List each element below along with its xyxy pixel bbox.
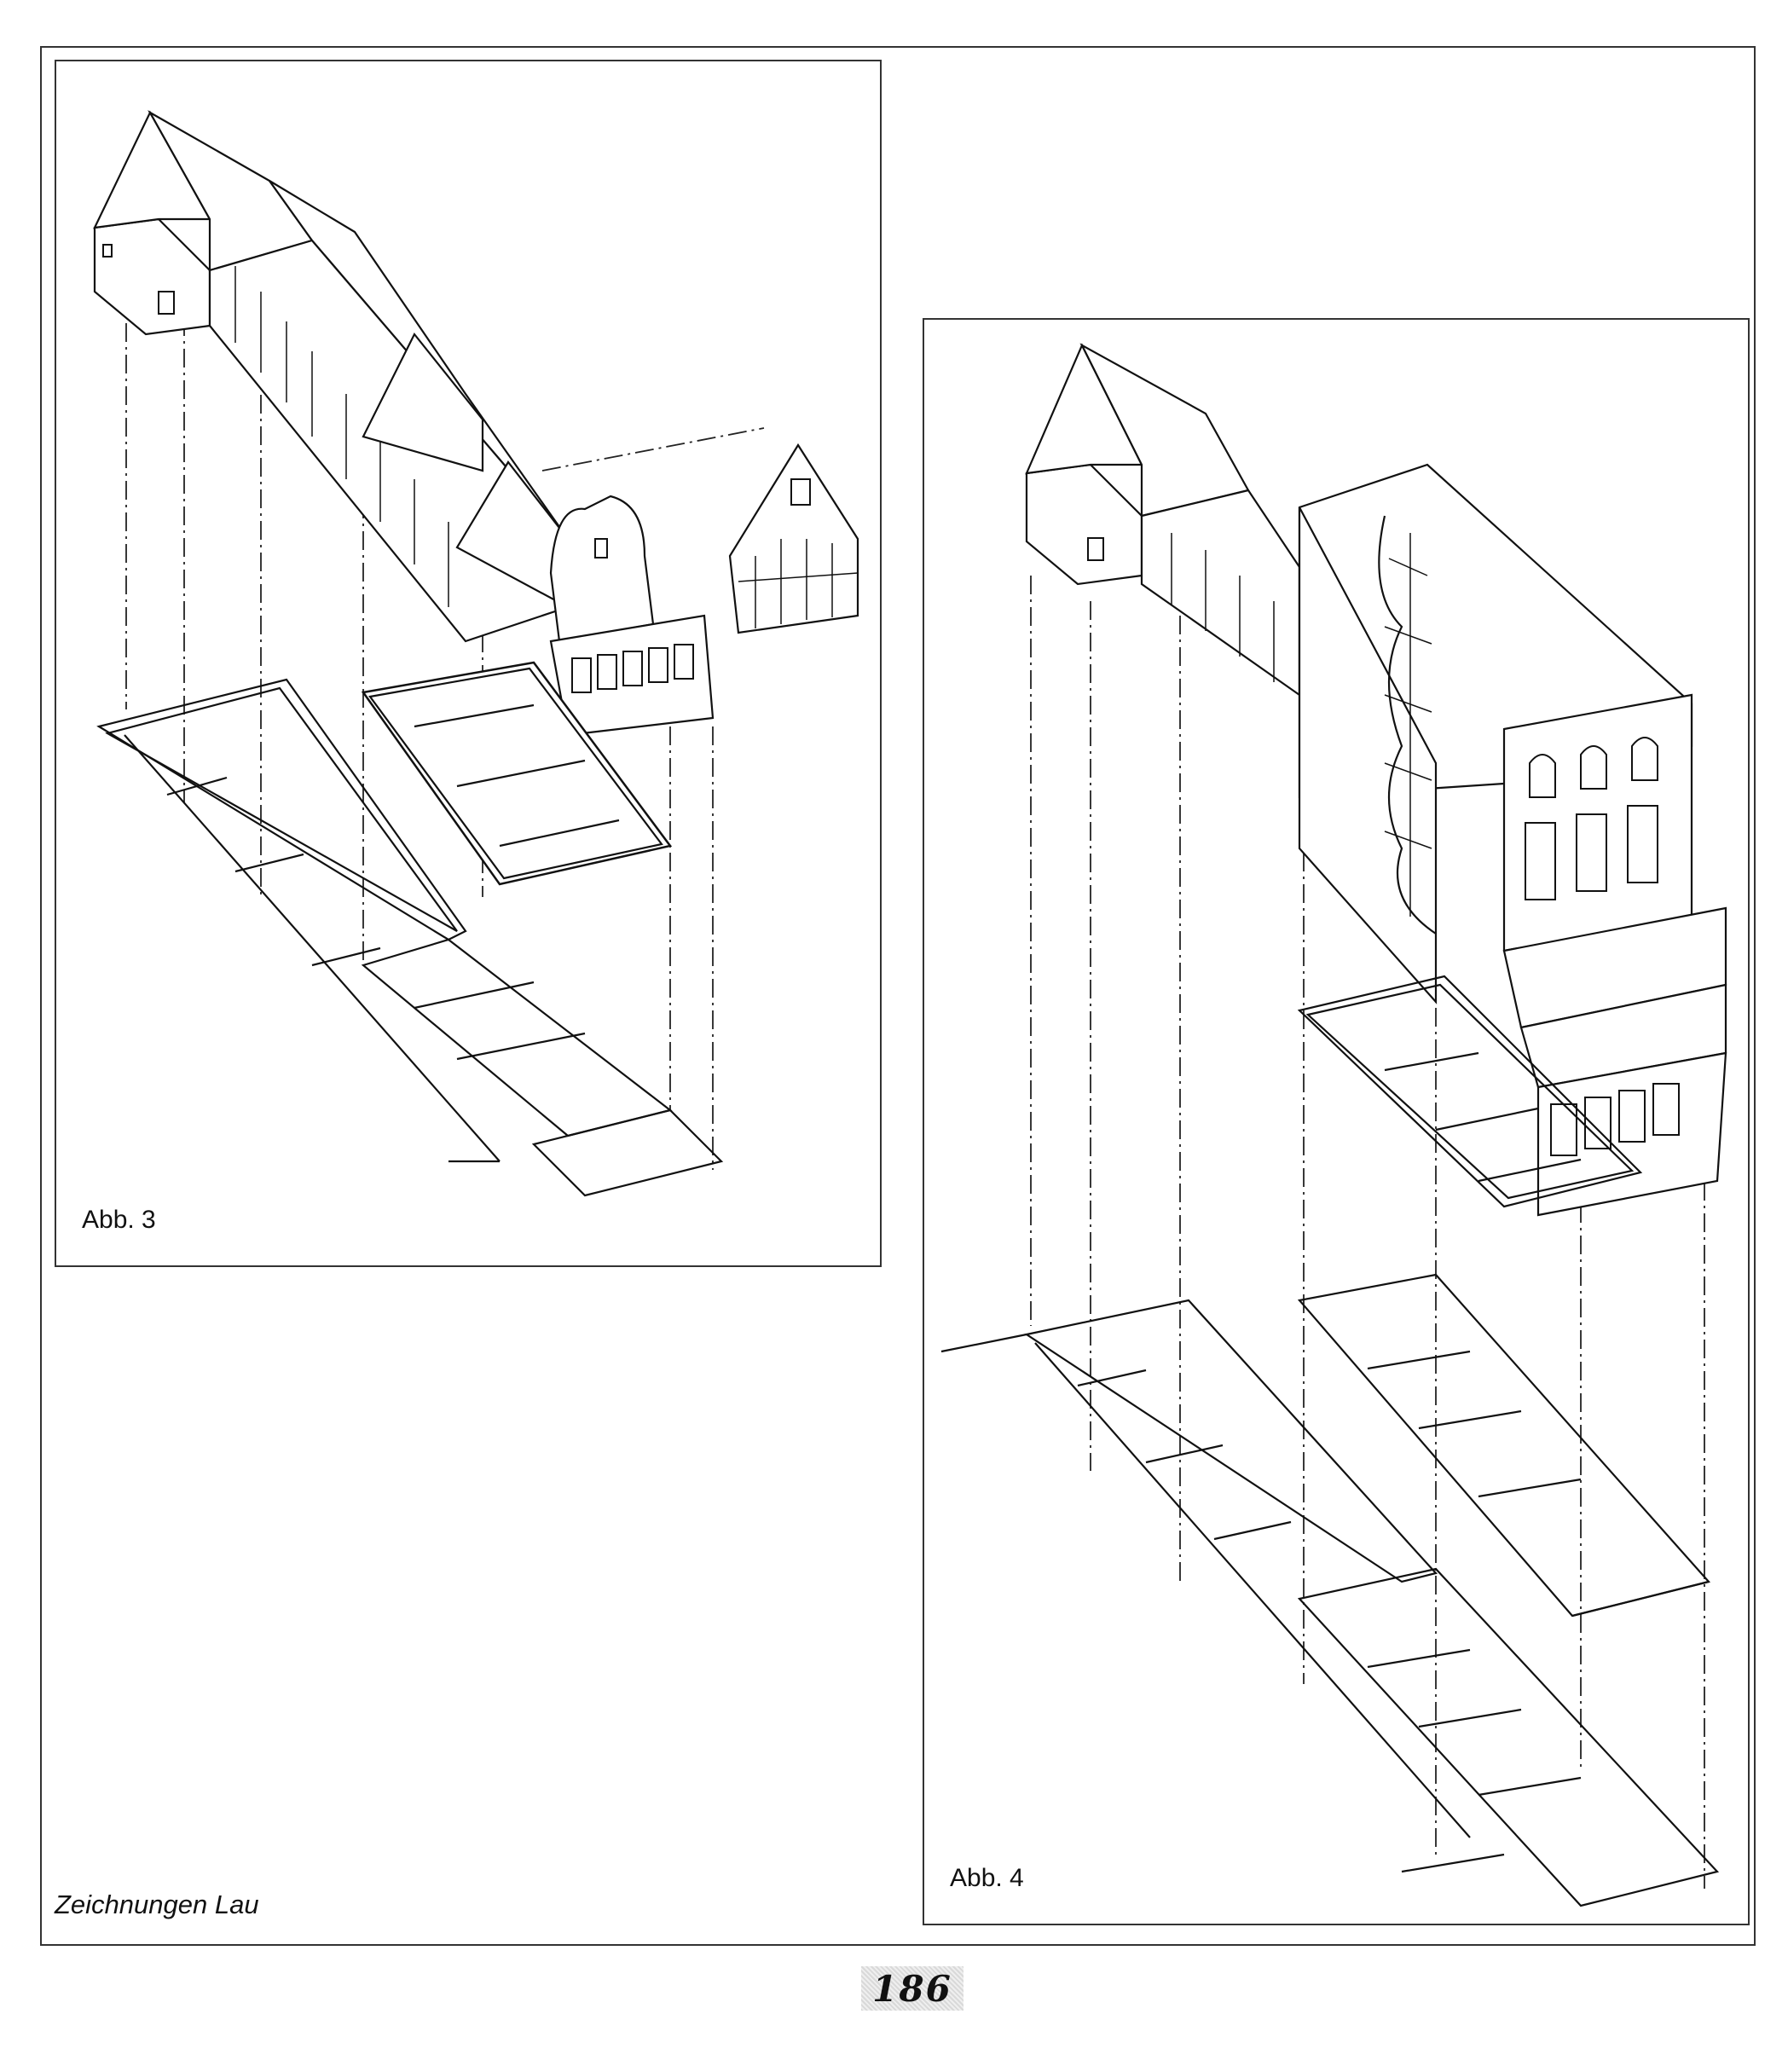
drawing-credit: Zeichnungen Lau — [55, 1890, 259, 1919]
abb3-detached-gable — [728, 443, 859, 634]
figure-caption-abb3: Abb. 3 — [82, 1206, 156, 1234]
figure-abb3-frame: Abb. 3 — [55, 60, 882, 1267]
page-number: 186 — [861, 1966, 963, 2011]
page-outer-frame — [40, 46, 1756, 1946]
abb3-small-house — [93, 110, 314, 336]
abb4-middle-floor-plan — [1297, 1273, 1711, 1618]
figure-caption-abb4: Abb. 4 — [950, 1864, 1024, 1892]
abb3-ground-floor-plan — [96, 678, 724, 1197]
abb4-small-house — [1025, 343, 1250, 586]
abb4-townhouse — [1298, 463, 1727, 1217]
abb4-ground-floor-plan — [940, 1299, 1471, 1838]
abb3-long-building — [208, 180, 715, 737]
abb4-isometric-drawing — [940, 343, 1727, 1907]
abb3-upper-floor-plan — [361, 661, 673, 886]
figure-abb4-frame: Abb. 4 — [923, 318, 1750, 1925]
abb4-upper-floor-plan — [1297, 975, 1643, 1208]
abb4-half-timbered-strip — [1140, 489, 1301, 697]
abb4-lower-floor-plan — [1297, 1567, 1720, 1907]
abb3-isometric-drawing — [93, 110, 859, 1197]
